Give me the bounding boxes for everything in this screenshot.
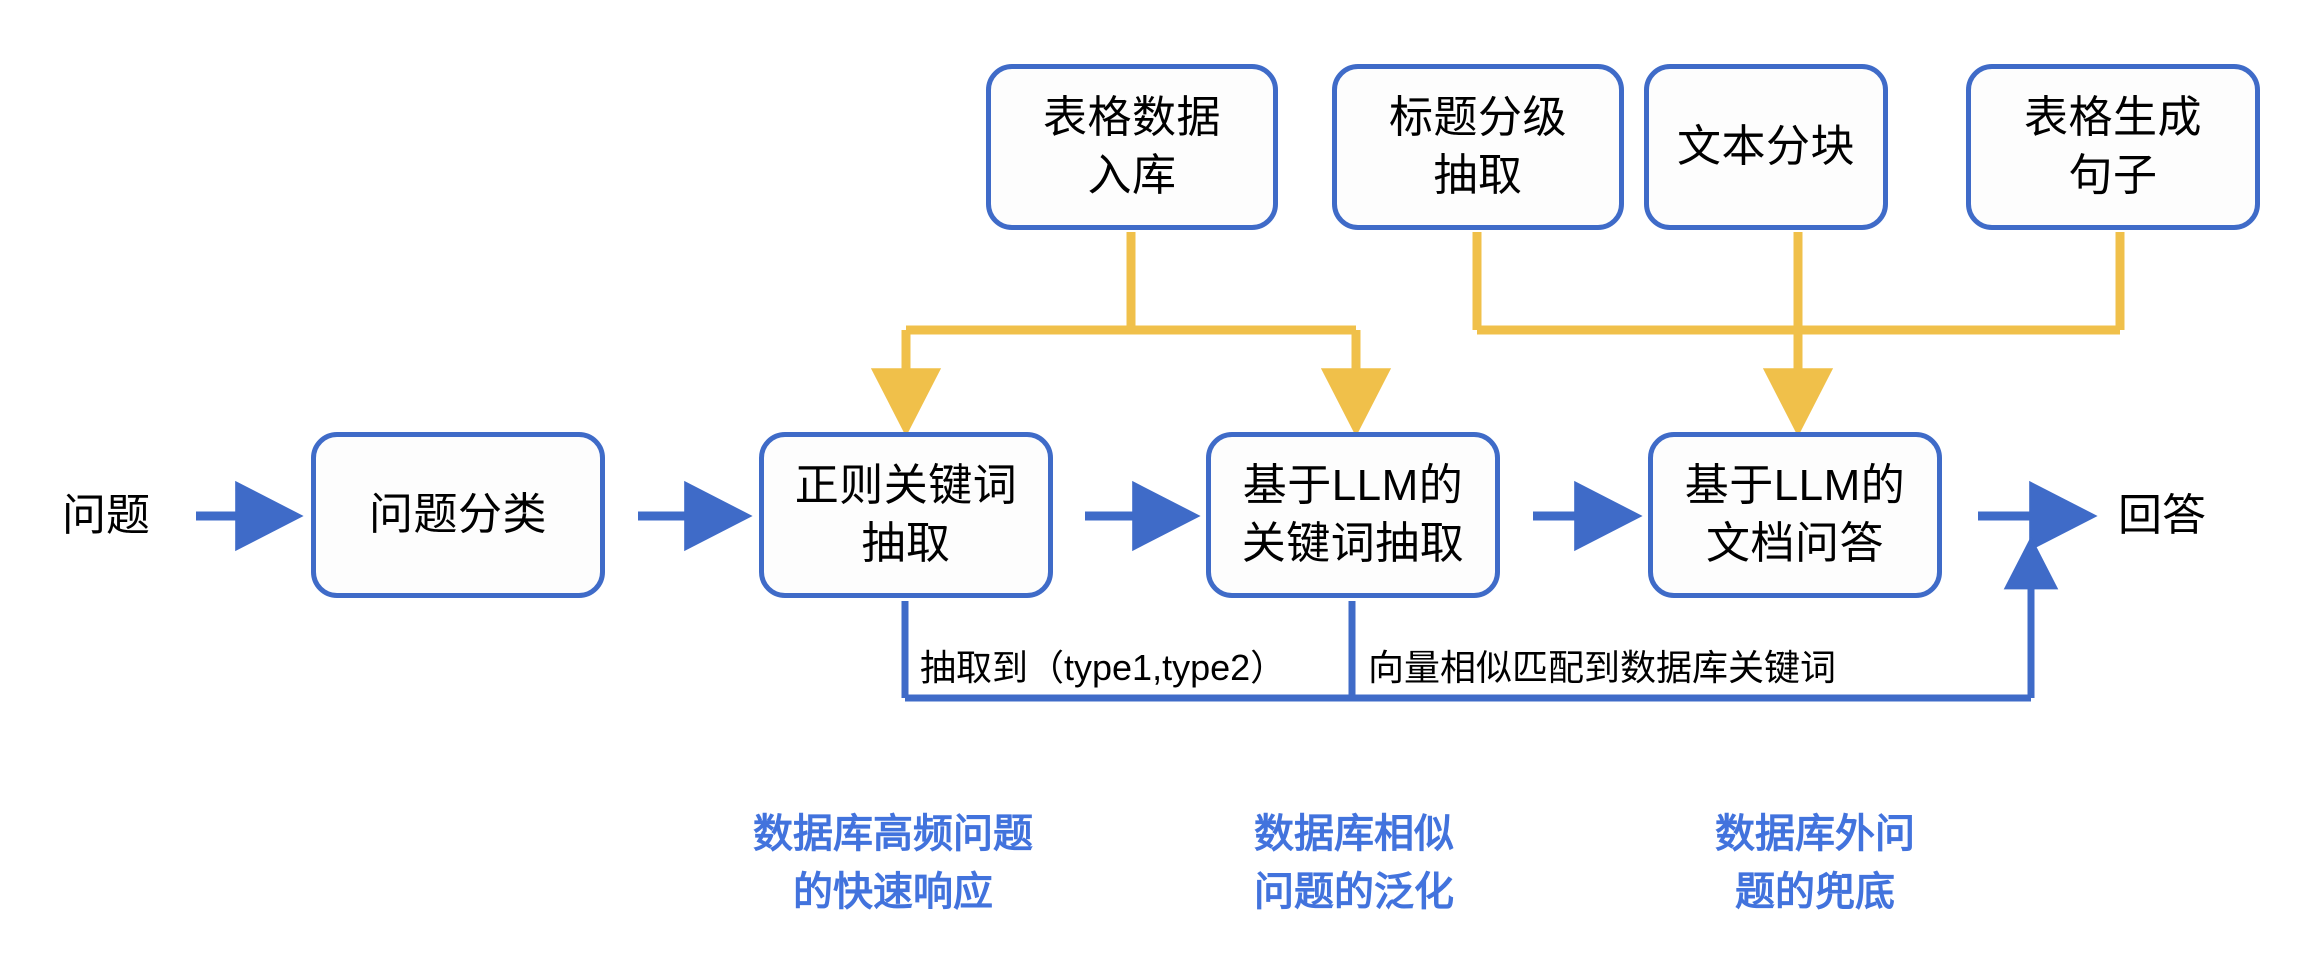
node-table-data-ingest[interactable]: 表格数据 入库 bbox=[986, 64, 1278, 230]
node-text-chunking[interactable]: 文本分块 bbox=[1644, 64, 1888, 230]
node-line-1: 标题分级 bbox=[1389, 92, 1567, 142]
caption-fast-response: 数据库高频问题 的快速响应 bbox=[728, 805, 1058, 921]
node-line-2: 句子 bbox=[2068, 151, 2158, 200]
node-line-1: 正则关键词 bbox=[794, 460, 1018, 510]
node-line-2: 文档问答 bbox=[1706, 519, 1884, 568]
node-line-2: 抽取 bbox=[1433, 151, 1523, 200]
node-llm-keyword-extract[interactable]: 基于LLM的 关键词抽取 bbox=[1206, 432, 1500, 598]
node-table-to-sentence[interactable]: 表格生成 句子 bbox=[1966, 64, 2260, 230]
node-line-1: 问题分类 bbox=[369, 489, 547, 539]
node-line-1: 基于LLM的 bbox=[1242, 460, 1464, 510]
input-label-question: 问题 bbox=[62, 491, 150, 540]
node-line-1: 基于LLM的 bbox=[1684, 460, 1906, 510]
node-line-1: 文本分块 bbox=[1677, 121, 1855, 171]
caption-line-2: 题的兜底 bbox=[1735, 870, 1895, 914]
caption-line-1: 数据库高频问题 bbox=[753, 812, 1033, 856]
node-line-1: 表格生成 bbox=[2024, 92, 2202, 142]
node-title-hierarchy-extract[interactable]: 标题分级 抽取 bbox=[1332, 64, 1624, 230]
caption-line-2: 问题的泛化 bbox=[1254, 870, 1454, 914]
node-line-2: 抽取 bbox=[861, 519, 951, 568]
node-llm-doc-qa[interactable]: 基于LLM的 文档问答 bbox=[1648, 432, 1942, 598]
output-label-answer: 回答 bbox=[2118, 491, 2206, 540]
node-line-2: 关键词抽取 bbox=[1241, 519, 1465, 568]
edge-note-vector-match: 向量相似匹配到数据库关键词 bbox=[1368, 647, 1837, 688]
caption-line-1: 数据库相似 bbox=[1254, 812, 1454, 856]
node-regex-keyword-extract[interactable]: 正则关键词 抽取 bbox=[759, 432, 1053, 598]
caption-line-2: 的快速响应 bbox=[793, 870, 993, 914]
node-line-2: 入库 bbox=[1087, 151, 1177, 200]
node-line-1: 表格数据 bbox=[1043, 92, 1221, 142]
node-question-classify[interactable]: 问题分类 bbox=[311, 432, 605, 598]
caption-similar-generalize: 数据库相似 问题的泛化 bbox=[1214, 805, 1494, 921]
edge-note-type-extracted: 抽取到（type1,type2） bbox=[920, 647, 1287, 688]
caption-line-1: 数据库外问 bbox=[1715, 812, 1915, 856]
caption-out-of-db-fallback: 数据库外问 题的兜底 bbox=[1675, 805, 1955, 921]
